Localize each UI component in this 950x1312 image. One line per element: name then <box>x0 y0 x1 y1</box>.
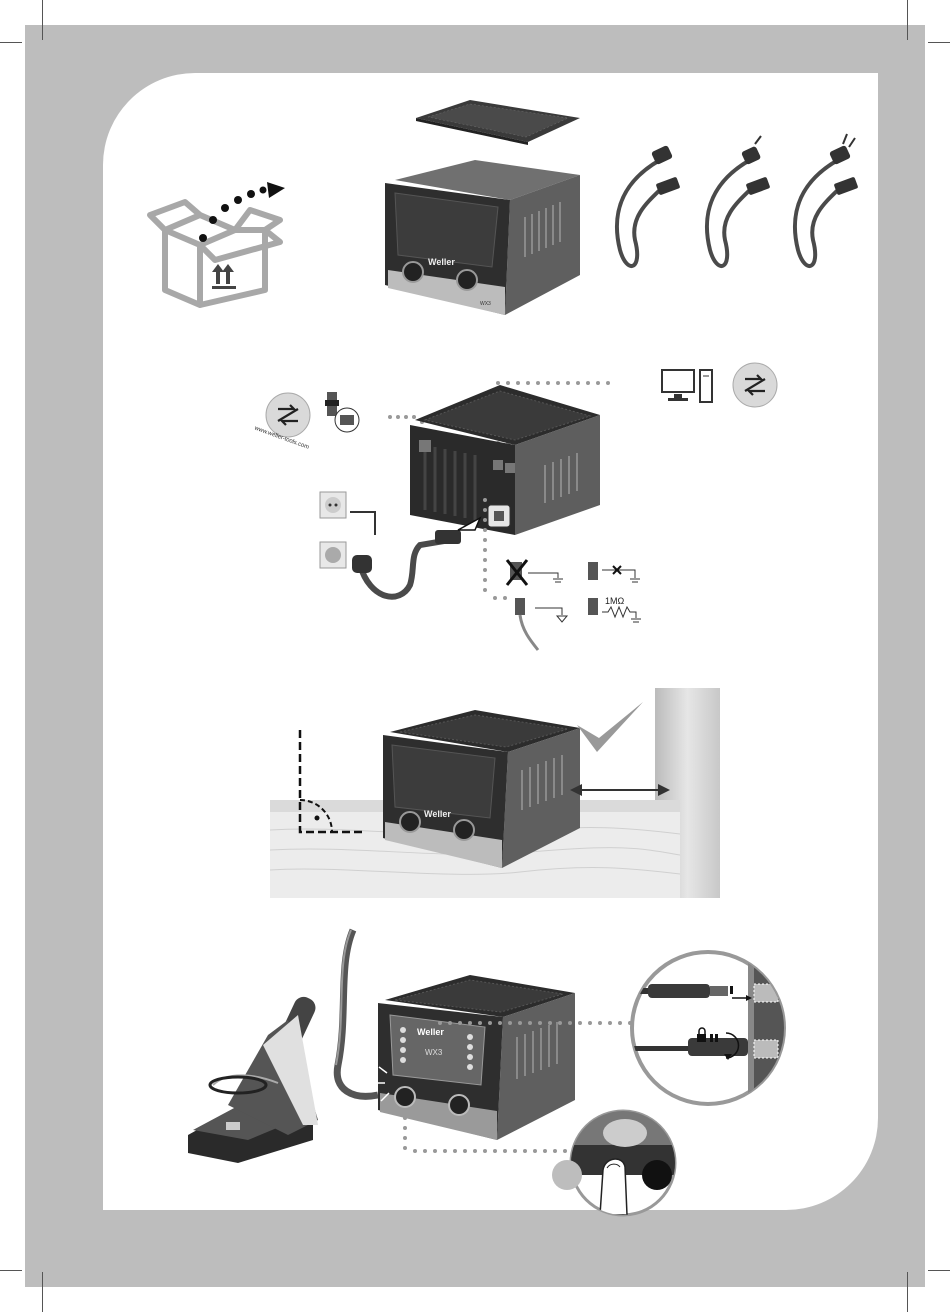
grounding-options: 1MΩ <box>480 490 650 655</box>
dotted-arrow-icon <box>195 180 290 240</box>
brand-logo: Weller <box>424 809 451 819</box>
globe-usb-icon: www.weller-tools.com <box>258 385 326 453</box>
model-label: WX3 <box>480 301 491 307</box>
computer-icon <box>660 368 720 408</box>
power-cord-icon <box>605 140 690 280</box>
power-cable <box>340 500 490 610</box>
crop-mark <box>42 1272 43 1312</box>
soldering-station: Weller WX3 <box>380 155 585 320</box>
globe-usb-icon <box>725 355 793 423</box>
soldering-station: Weller <box>380 710 585 870</box>
indicator-off <box>552 1160 582 1190</box>
network-plug-icon <box>322 390 367 435</box>
ground-symbol-icon <box>553 579 563 582</box>
crop-mark <box>907 1272 908 1312</box>
brand-logo: Weller <box>428 257 455 267</box>
distance-arrow-icon <box>570 780 670 800</box>
crop-mark <box>907 0 908 40</box>
drip-tray <box>408 100 583 145</box>
finger-press-icon <box>565 1105 675 1210</box>
lock-icon <box>696 1028 720 1044</box>
checkmark-icon <box>575 700 645 755</box>
crop-mark <box>0 1270 22 1271</box>
crop-mark <box>42 0 43 40</box>
crop-mark <box>928 1270 950 1271</box>
resistor-label: 1MΩ <box>605 596 625 606</box>
right-angle-icon <box>295 730 370 840</box>
power-cord-icon <box>783 140 868 280</box>
indicator-on <box>642 1160 672 1190</box>
power-cord-icon <box>695 140 780 280</box>
crop-mark <box>928 42 950 43</box>
crop-mark <box>0 42 22 43</box>
